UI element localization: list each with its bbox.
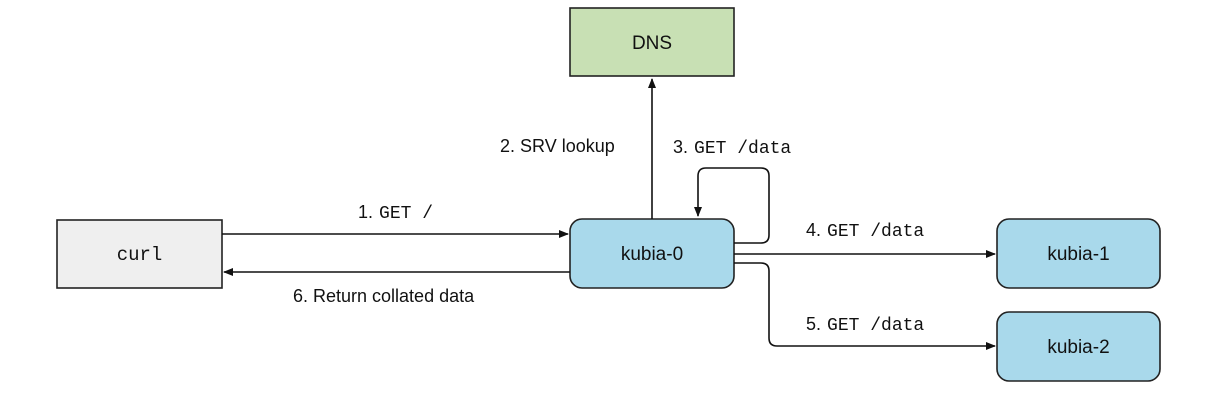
kubia-0-node: kubia-0 — [569, 218, 735, 289]
curl-node: curl — [56, 219, 223, 289]
edge-get-data-kubia-1: 4.GET /data — [734, 220, 996, 258]
edge-get-data-kubia-2-line — [734, 262, 996, 350]
kubia-1-node: kubia-1 — [996, 218, 1161, 289]
edge-self-get-data: 3.GET /data — [673, 137, 791, 244]
edge-get-data-kubia-1-label: 4.GET /data — [806, 220, 924, 242]
edge-srv-lookup-label: 2. SRV lookup — [500, 136, 615, 156]
edge-srv-lookup: 2. SRV lookup — [500, 78, 656, 219]
kubia-2-box — [996, 311, 1161, 382]
dns-label: DNS — [632, 33, 672, 54]
dns-box — [569, 7, 735, 77]
edge-return-data: 6. Return collated data — [223, 268, 570, 306]
kubia-2-label: kubia-2 — [1047, 337, 1109, 358]
edge-get-data-kubia-2-label: 5.GET /data — [806, 314, 924, 336]
kubia-1-label: kubia-1 — [1047, 244, 1109, 265]
edge-get-root-label: 1.GET / — [358, 202, 433, 224]
kubia-0-label: kubia-0 — [621, 244, 683, 265]
edge-get-root: 1.GET / — [222, 202, 569, 238]
curl-box — [56, 219, 223, 289]
curl-label: curl — [117, 244, 163, 266]
edge-self-get-data-label: 3.GET /data — [673, 137, 791, 159]
edge-return-data-label: 6. Return collated data — [293, 286, 475, 306]
kubia-2-node: kubia-2 — [996, 311, 1161, 382]
kubia-1-box — [996, 218, 1161, 289]
edge-get-data-kubia-2: 5.GET /data — [734, 262, 996, 350]
edge-self-get-data-line — [694, 167, 770, 244]
dns-node: DNS — [569, 7, 735, 77]
